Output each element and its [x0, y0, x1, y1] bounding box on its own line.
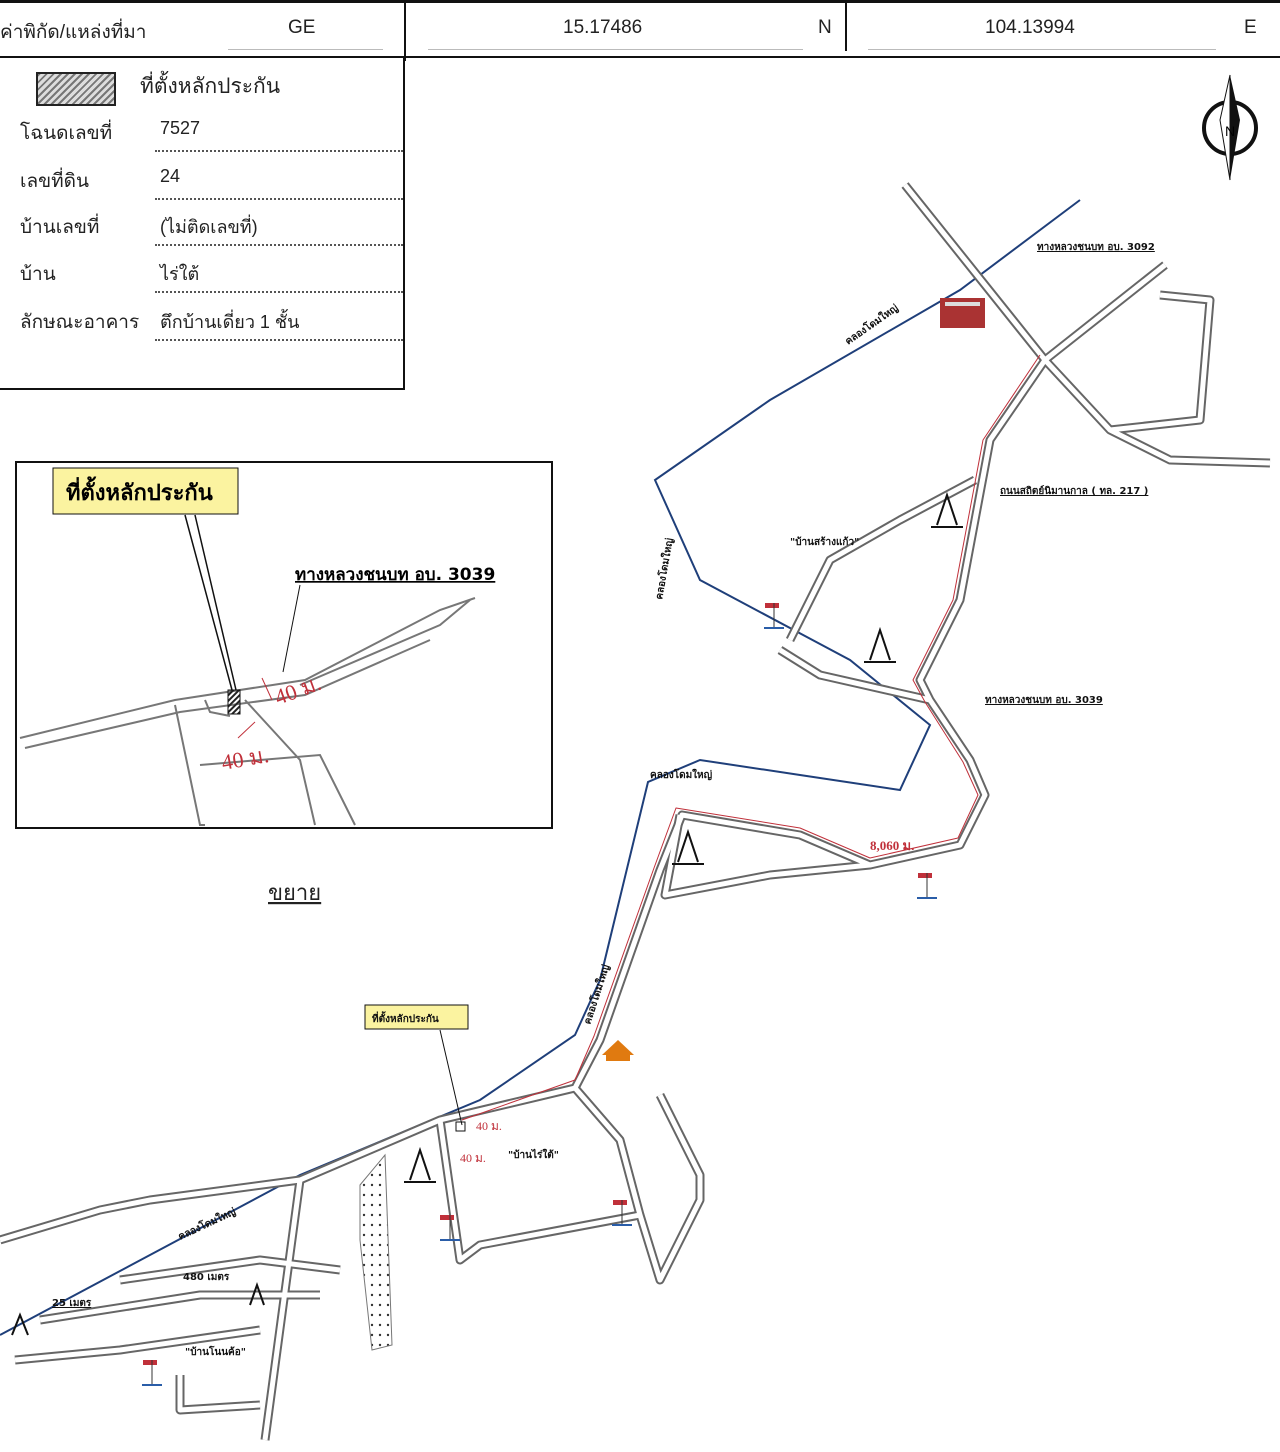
info-value: ตึกบ้านเดี่ยว 1 ชั้น [160, 312, 300, 332]
info-row-house-no: บ้านเลขที่ (ไม่ติดเลขที่) [0, 200, 405, 246]
dimension-arrow [237, 721, 256, 739]
temple-icon [11, 491, 963, 1336]
legend-label: ที่ตั้งหลักประกัน [140, 75, 281, 98]
road-217-label: ถนนสถิตย์นิมานกาล ( ทล. 217 ) [1000, 485, 1148, 497]
collateral-parcel [227, 689, 241, 715]
road-3092-label: ทางหลวงชนบท อบ. 3092 [1037, 242, 1155, 253]
village-label: "บ้านไร่ใต้" [508, 1148, 559, 1161]
collateral-callout [364, 1004, 469, 1030]
inset-callout-label: ที่ตั้งหลักประกัน [66, 476, 213, 506]
latitude-value: 15.17486 [563, 17, 643, 38]
longitude-value: 104.13994 [985, 17, 1075, 38]
coord-source: GE [288, 17, 316, 38]
road-pointer [282, 584, 301, 673]
callout-pointer [194, 514, 237, 691]
distance-label: 40 ม. [460, 1151, 486, 1165]
info-label: โฉนดเลขที่ [20, 123, 113, 144]
village-label: "บ้านโนนค้อ" [185, 1345, 246, 1358]
divider [845, 3, 847, 51]
dotted-line [155, 291, 403, 293]
inset-frame [15, 461, 553, 829]
info-row-building: ลักษณะอาคาร ตึกบ้านเดี่ยว 1 ชั้น [0, 295, 405, 341]
route-distance-label: 8,060 ม. [870, 838, 914, 853]
canal-label: คลองโดมใหญ่ [652, 537, 676, 601]
dotted-line [155, 198, 403, 200]
coordinate-header: ค่าพิกัด/แหล่งที่มา GE 15.17486 N 104.13… [0, 0, 1280, 61]
dotted-line [155, 339, 403, 341]
info-label: บ้าน [20, 264, 56, 285]
canal-label: คลองโดมใหญ่ [176, 1204, 238, 1242]
underline [228, 49, 383, 50]
latitude-dir: N [818, 17, 832, 38]
north-arrow-icon: N [1202, 74, 1258, 181]
road-3039-label: ทางหลวงชนบท อบ. 3039 [985, 695, 1103, 706]
info-row-land-no: เลขที่ดิน 24 [0, 154, 405, 200]
canal-label: คลองโดมใหญ่ [842, 301, 901, 348]
collateral-marker [455, 1121, 466, 1132]
info-value: 7527 [160, 118, 201, 138]
inset-caption: ขยาย [268, 881, 321, 906]
info-row-village: บ้าน ไร่ใต้ [0, 247, 405, 293]
distance-label: 480 เมตร [183, 1272, 230, 1283]
inset-road-label: ทางหลวงชนบท อบ. 3039 [295, 565, 495, 585]
dimension-arrow [261, 677, 273, 701]
info-label: บ้านเลขที่ [20, 217, 100, 238]
info-value: ไร่ใต้ [160, 264, 200, 284]
inset-callout [52, 467, 239, 515]
info-value: (ไม่ติดเลขที่) [160, 217, 258, 237]
info-row-deed: โฉนดเลขที่ 7527 [0, 106, 405, 152]
divider [404, 3, 406, 61]
compass-north-label: N [1225, 123, 1235, 139]
property-info-box: ที่ตั้งหลักประกัน โฉนดเลขที่ 7527 เลขที่ด… [0, 58, 405, 390]
coord-label: ค่าพิกัด/แหล่งที่มา [0, 22, 147, 43]
inset-distance-label: 40 ม. [271, 670, 324, 710]
distance-label: 40 ม. [476, 1119, 502, 1133]
dotted-line [155, 150, 403, 152]
underline [868, 49, 1216, 50]
info-label: ลักษณะอาคาร [20, 312, 140, 333]
info-label: เลขที่ดิน [20, 171, 89, 192]
callout-pointer [184, 514, 233, 691]
village-label: "บ้านสร้างแก้ว" [790, 536, 859, 548]
underline [428, 49, 803, 50]
government-building-icon [602, 298, 985, 1061]
canal-label: คลองโดมใหญ่ [580, 962, 612, 1026]
dotted-field [359, 1153, 393, 1351]
info-value: 24 [160, 166, 181, 186]
collateral-callout-label: ที่ตั้งหลักประกัน [372, 1011, 439, 1025]
canal-label: คลองโดมใหญ่ [650, 768, 713, 781]
route-line [461, 354, 1041, 1121]
dotted-line [155, 244, 403, 246]
school-flag-icon [142, 603, 937, 1386]
distance-label: 25 เมตร [52, 1298, 92, 1309]
longitude-dir: E [1244, 17, 1257, 38]
callout-pointer [439, 1029, 463, 1126]
inset-distance-label: 40 ม. [220, 742, 271, 775]
hatched-legend-swatch [36, 72, 116, 106]
